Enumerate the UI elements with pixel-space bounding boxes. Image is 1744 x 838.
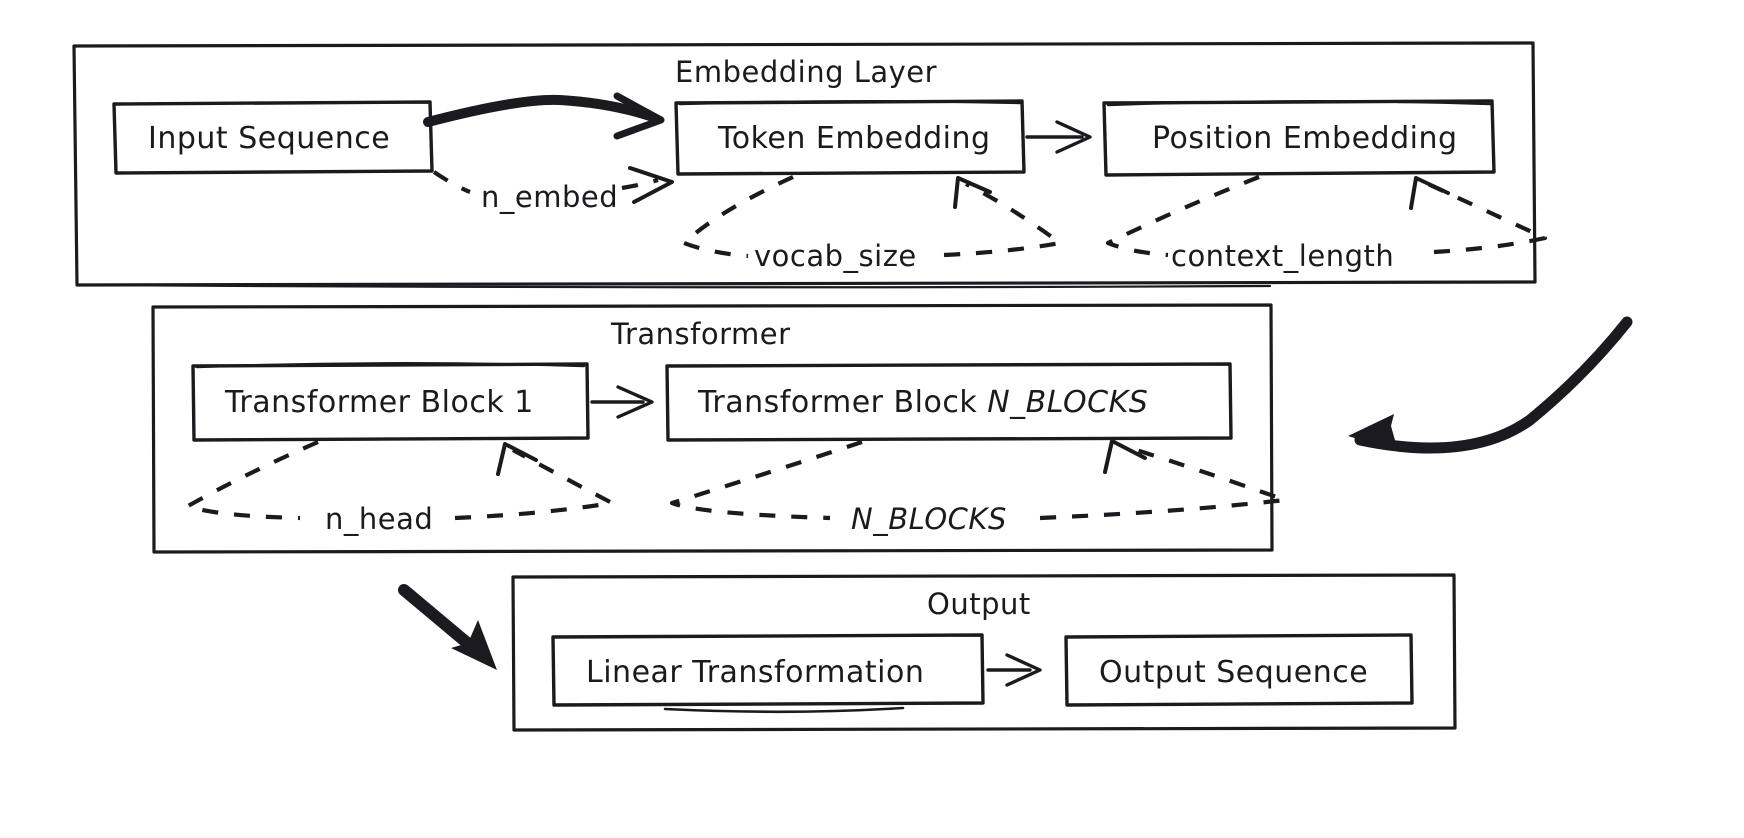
group-title-embedding: Embedding Layer <box>675 55 937 89</box>
output-sequence-label: Output Sequence <box>1099 655 1368 690</box>
position-embedding-box-extra-stroke <box>1106 100 1492 107</box>
group-transformer: Transformer Transformer Block 1 Transfor… <box>151 303 1288 554</box>
n-embed-arrowhead <box>628 166 674 204</box>
n-blocks-arrowhead <box>1103 439 1147 474</box>
n-blocks-dashed-right <box>1039 445 1288 521</box>
edge-token-to-position-embedding <box>1025 120 1092 154</box>
edge-linear-to-output-arrowhead <box>1005 653 1042 687</box>
input-sequence-box <box>112 100 434 175</box>
edge-transformer-to-output-line <box>398 584 484 658</box>
edge-transformer-to-output-arrowhead <box>451 620 497 670</box>
linear-transformation-box-extra-stroke <box>663 706 905 714</box>
edge-token-to-position-arrowhead <box>1055 120 1092 154</box>
edge-transformer-to-output <box>398 584 497 670</box>
vocab-size-arrowhead <box>953 176 992 209</box>
input-sequence-label: Input Sequence <box>148 121 390 156</box>
annotation-n-embed: n_embed <box>432 166 674 214</box>
node-transformer-block-1[interactable]: Transformer Block 1 <box>191 362 590 442</box>
transformer-block-1-box-extra-stroke <box>195 362 586 369</box>
n-head-dashed-right <box>454 448 615 521</box>
edge-embedding-to-transformer <box>1348 316 1633 454</box>
annotation-context-length: context_length <box>1105 175 1548 273</box>
output-sequence-box <box>1064 633 1414 707</box>
annotation-label-n-blocks: N_BLOCKS <box>851 502 1007 536</box>
annotation-n-blocks: N_BLOCKS <box>669 439 1288 536</box>
n-head-arrowhead <box>496 442 538 476</box>
edge-input-to-token-embedding <box>423 92 665 140</box>
n-head-dashed-left <box>185 440 319 521</box>
token-embedding-label: Token Embedding <box>717 121 991 156</box>
annotation-n-head: n_head <box>185 440 615 536</box>
annotation-label-n-head: n_head <box>325 502 433 536</box>
annotation-label-context-length: context_length <box>1171 239 1394 273</box>
annotation-label-vocab-size: vocab_size <box>754 239 917 273</box>
embedding-container-outline <box>72 41 1537 287</box>
edge-input-to-token-line <box>423 94 655 127</box>
context-length-arrowhead <box>1409 176 1450 210</box>
n-blocks-dashed-left <box>669 440 863 521</box>
node-position-embedding[interactable]: Position Embedding <box>1102 99 1496 177</box>
edge-embedding-to-transformer-arrowhead <box>1348 414 1398 451</box>
node-output-sequence[interactable]: Output Sequence <box>1064 633 1414 707</box>
vocab-size-dashed-left <box>681 175 794 259</box>
edge-input-to-token-arrowhead <box>613 92 665 140</box>
transformer-block-1-label: Transformer Block 1 <box>224 385 534 420</box>
embedding-container-extra-stroke <box>78 283 1272 289</box>
transformer-block-1-box <box>191 362 590 442</box>
node-token-embedding[interactable]: Token Embedding <box>674 99 1026 176</box>
edge-embedding-to-transformer-line <box>1354 316 1633 454</box>
group-title-output: Output <box>927 587 1031 621</box>
n-embed-dashed-right <box>621 177 659 191</box>
annotation-label-n-embed: n_embed <box>481 180 618 214</box>
transformer-block-n-label-italic: N_BLOCKS <box>987 385 1148 420</box>
edge-linear-to-output-sequence <box>986 653 1042 687</box>
vocab-size-dashed-right <box>943 182 1063 258</box>
position-embedding-label: Position Embedding <box>1152 121 1458 156</box>
group-title-transformer: Transformer <box>610 317 791 351</box>
annotation-vocab-size: vocab_size <box>681 175 1063 273</box>
node-input-sequence[interactable]: Input Sequence <box>112 100 434 175</box>
node-transformer-block-n[interactable]: Transformer Block N_BLOCKS <box>665 362 1233 442</box>
output-container-outline <box>511 573 1457 732</box>
transformer-block-n-label-plain: Transformer Block <box>697 385 987 420</box>
edge-block1-to-blockn <box>590 385 654 419</box>
context-length-dashed-right <box>1427 182 1548 255</box>
transformer-block-n-label: Transformer Block N_BLOCKS <box>697 385 1148 420</box>
token-embedding-box-extra-stroke <box>678 100 1022 106</box>
node-linear-transformation[interactable]: Linear Transformation <box>551 633 985 714</box>
linear-transformation-label: Linear Transformation <box>586 655 924 690</box>
group-output: Output Linear Transformation Output Sequ… <box>511 573 1457 732</box>
context-length-dashed-left <box>1105 175 1260 258</box>
transformer-block-n-box <box>665 362 1233 442</box>
group-embedding-layer: Embedding Layer Input Sequence Token Emb… <box>72 41 1548 289</box>
transformer-container-outline <box>151 303 1274 554</box>
edge-block1-to-blockn-arrowhead <box>616 385 654 419</box>
linear-transformation-box <box>551 633 985 707</box>
n-embed-dashed-left <box>432 170 471 194</box>
